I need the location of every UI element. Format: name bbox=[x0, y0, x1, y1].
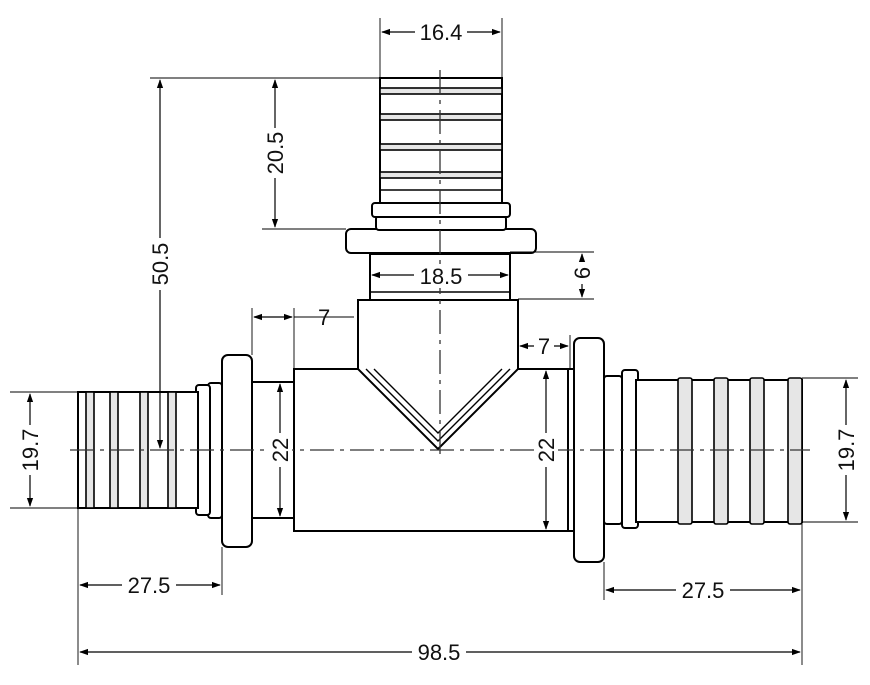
dim-label-7-left: 7 bbox=[318, 305, 330, 330]
top-flange-step-2 bbox=[371, 202, 511, 218]
dim-label-7-right: 7 bbox=[538, 334, 550, 359]
top-insert-groove-4 bbox=[379, 171, 503, 179]
dim-label-20-5: 20.5 bbox=[263, 132, 288, 175]
dim-label-98-5: 98.5 bbox=[418, 640, 461, 665]
center-lines bbox=[70, 70, 810, 455]
dim-label-27-5-left: 27.5 bbox=[128, 573, 171, 598]
right-insert-groove-4 bbox=[787, 377, 803, 525]
dim-label-19-7-right: 19.7 bbox=[834, 429, 859, 472]
right-insert-groove-1 bbox=[677, 377, 693, 525]
dim-label-50-5: 50.5 bbox=[148, 243, 173, 286]
branch-chamfer bbox=[365, 368, 511, 442]
dim-label-19-7-left: 19.7 bbox=[18, 429, 43, 472]
right-insert-groove-3 bbox=[749, 377, 765, 525]
top-insert-groove-2 bbox=[379, 113, 503, 121]
dim-label-27-5-right: 27.5 bbox=[682, 578, 725, 603]
top-insert-groove-1 bbox=[379, 87, 503, 95]
dim-label-6: 6 bbox=[570, 267, 595, 279]
dimension-labels: 16.4 20.5 50.5 18.5 6 7 7 19.7 19.7 22 2… bbox=[18, 20, 859, 665]
left-flange bbox=[221, 354, 253, 548]
dim-label-22-left: 22 bbox=[268, 438, 293, 462]
fitting-outline bbox=[77, 77, 803, 563]
dim-label-18-5: 18.5 bbox=[420, 264, 463, 289]
top-insert-groove-3 bbox=[379, 143, 503, 151]
top-flange bbox=[345, 228, 537, 254]
dim-label-22-right: 22 bbox=[534, 438, 559, 462]
dim-label-16-4: 16.4 bbox=[420, 20, 463, 45]
top-insert bbox=[379, 77, 503, 204]
right-insert-groove-2 bbox=[713, 377, 729, 525]
top-flange-step bbox=[375, 215, 507, 231]
left-insert bbox=[77, 391, 199, 509]
